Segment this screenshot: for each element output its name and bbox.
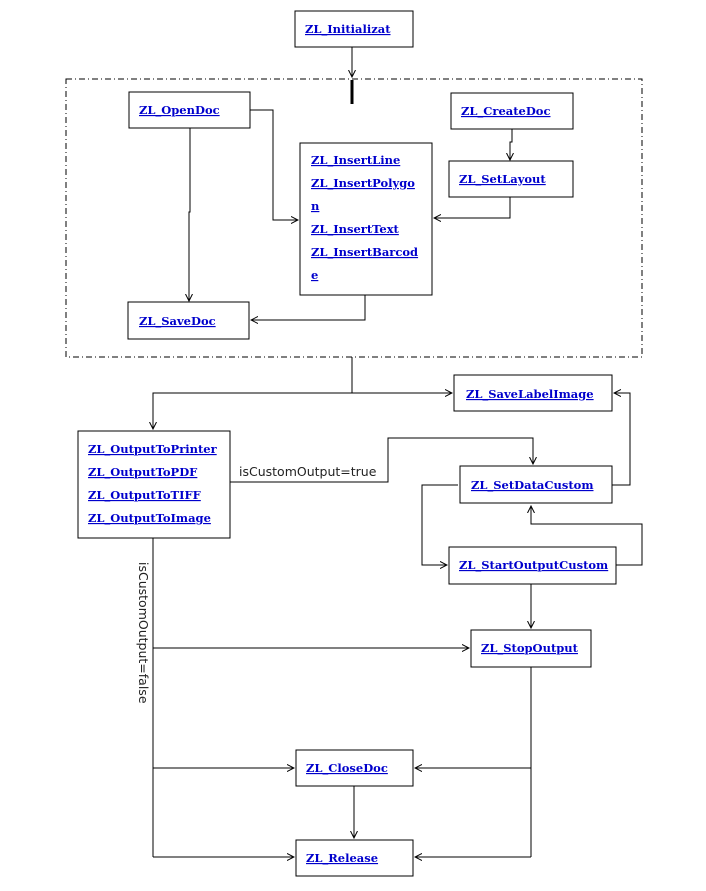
link-start-output-custom[interactable]: ZL_StartOutputCustom [459,558,608,573]
document-edit-group [65,78,643,358]
node-set-layout[interactable]: ZL_SetLayout [448,160,574,198]
link-insert-polygon[interactable]: ZL_InsertPolygo [311,176,415,191]
edge-opendoc-to-insert [250,109,298,220]
label-custom-true: isCustomOutput=true [239,464,377,479]
connectors [153,47,643,857]
edge-setlayout-to-insert [434,197,511,218]
link-set-data-custom[interactable]: ZL_SetDataCustom [471,478,594,493]
link-output-to-image[interactable]: ZL_OutputToImage [88,511,211,526]
link-save-label-image[interactable]: ZL_SaveLabelImage [466,387,594,402]
edge-startoutput-to-setdatacustom [531,506,643,566]
node-initialize[interactable]: ZL_Initializat [294,10,414,48]
link-release[interactable]: ZL_Release [306,851,378,866]
node-insert-group: ZL_InsertLine ZL_InsertPolygo n ZL_Inser… [299,142,433,296]
node-set-data-custom[interactable]: ZL_SetDataCustom [459,465,613,504]
edge-custom-true [230,437,533,483]
label-custom-false: isCustomOutput=false [136,562,151,704]
node-close-doc[interactable]: ZL_CloseDoc [295,749,414,787]
node-open-doc[interactable]: ZL_OpenDoc [128,91,251,129]
link-output-to-printer[interactable]: ZL_OutputToPrinter [88,442,218,457]
edge-createdoc-to-setlayout [510,129,512,160]
edge-insert-to-savedoc [251,295,366,320]
link-open-doc[interactable]: ZL_OpenDoc [139,103,220,118]
node-save-doc[interactable]: ZL_SaveDoc [127,301,250,340]
edge-to-output-box [153,392,352,429]
link-output-to-tiff[interactable]: ZL_OutputToTIFF [88,488,202,503]
link-close-doc[interactable]: ZL_CloseDoc [306,761,388,776]
link-insert-polygon-wrap[interactable]: n [311,199,320,213]
link-save-doc[interactable]: ZL_SaveDoc [139,314,216,329]
node-start-output-custom[interactable]: ZL_StartOutputCustom [448,546,617,585]
link-create-doc[interactable]: ZL_CreateDoc [461,104,550,119]
node-create-doc[interactable]: ZL_CreateDoc [450,92,574,130]
edge-opendoc-to-savedoc [189,128,190,301]
node-release[interactable]: ZL_Release [295,839,414,877]
node-stop-output[interactable]: ZL_StopOutput [470,629,592,668]
link-stop-output[interactable]: ZL_StopOutput [481,641,579,656]
node-output-group: ZL_OutputToPrinter ZL_OutputToPDF ZL_Out… [77,430,231,539]
link-initialize[interactable]: ZL_Initializat [305,22,391,37]
edge-setdatacustom-to-startoutput [421,484,458,565]
link-set-layout[interactable]: ZL_SetLayout [459,172,546,187]
link-output-to-pdf[interactable]: ZL_OutputToPDF [88,465,198,480]
link-insert-barcode[interactable]: ZL_InsertBarcod [311,245,418,260]
link-insert-barcode-wrap[interactable]: e [311,268,318,282]
edge-setdatacustom-to-savelabelimage [612,393,631,486]
link-insert-line[interactable]: ZL_InsertLine [311,153,400,168]
link-insert-text[interactable]: ZL_InsertText [311,222,400,237]
node-save-label-image[interactable]: ZL_SaveLabelImage [453,374,613,412]
